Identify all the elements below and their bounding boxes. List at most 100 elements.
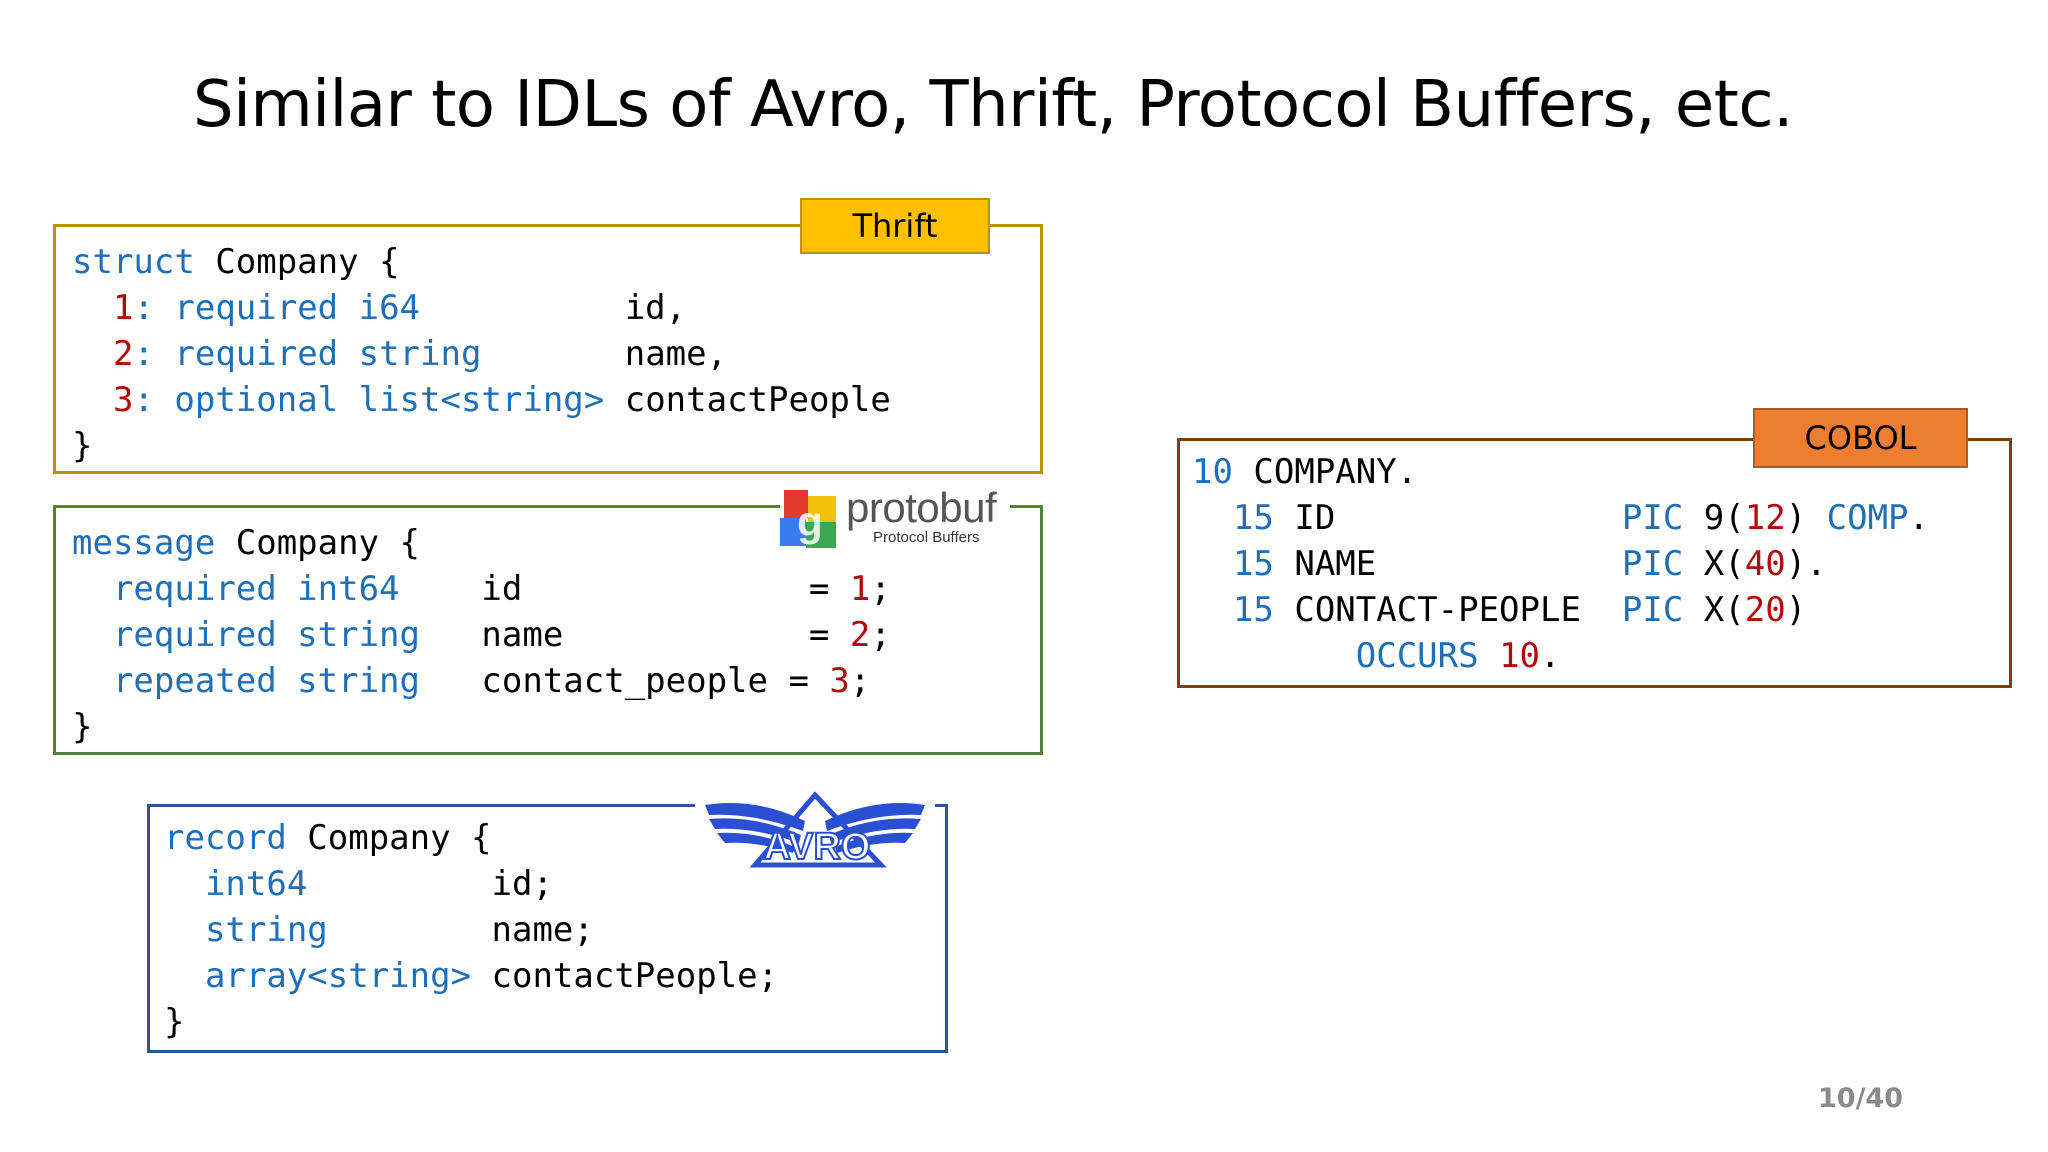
code-token: ) — [1785, 498, 1827, 538]
code-token: 12 — [1744, 498, 1786, 538]
svg-text:g: g — [797, 498, 823, 545]
code-line: 15 ID PIC 9(12) COMP. — [1192, 495, 1929, 541]
code-token: COMPANY. — [1232, 452, 1418, 492]
code-token: struct — [72, 242, 195, 282]
avro-logo: AVRO — [695, 783, 935, 878]
page-number: 10/40 — [1818, 1083, 1904, 1114]
code-token: ). — [1785, 544, 1827, 584]
code-line: } — [164, 999, 778, 1045]
code-token: 2 — [112, 334, 134, 374]
code-line: OCCURS 10. — [1192, 633, 1929, 679]
code-token: 3 — [829, 661, 850, 701]
code-token: 2 — [849, 615, 871, 655]
code-token: repeated string — [72, 661, 420, 701]
code-token: . — [1540, 636, 1561, 676]
avro-wings-icon: AVRO — [705, 791, 925, 869]
code-token: Company { — [194, 242, 400, 282]
code-token: int64 — [164, 864, 308, 904]
code-line: string name; — [164, 907, 778, 953]
code-token: . — [1908, 498, 1930, 538]
code-token: 15 — [1192, 590, 1274, 630]
code-token: : optional list<string> — [133, 380, 605, 420]
code-line: 10 COMPANY. — [1192, 449, 1929, 495]
code-token: string — [164, 910, 328, 950]
code-token — [72, 380, 113, 420]
code-token: OCCURS — [1192, 636, 1479, 676]
code-token: array<string> — [164, 956, 472, 996]
code-token: record — [164, 818, 287, 858]
code-line: record Company { — [164, 815, 778, 861]
slide-title: Similar to IDLs of Avro, Thrift, Protoco… — [193, 68, 1793, 142]
thrift-label: Thrift — [800, 198, 990, 254]
code-token: 10 — [1192, 452, 1233, 492]
code-token: required int64 — [72, 569, 400, 609]
avro-code: record Company { int64 id; string name; … — [164, 815, 778, 1045]
code-token — [72, 334, 113, 374]
code-token: CONTACT-PEOPLE — [1273, 590, 1622, 630]
code-token: ID — [1273, 498, 1622, 538]
code-token: contactPeople — [604, 380, 891, 420]
thrift-code: struct Company { 1: required i64 id, 2: … — [72, 239, 891, 469]
code-token: required string — [72, 615, 420, 655]
code-line: message Company { — [72, 520, 891, 566]
code-line: 3: optional list<string> contactPeople — [72, 377, 891, 423]
code-token: Company { — [215, 523, 420, 563]
code-token: name; — [327, 910, 594, 950]
code-token: COMP — [1826, 498, 1909, 538]
code-token: 1 — [112, 288, 134, 328]
code-token: X( — [1683, 590, 1745, 630]
code-token: 3 — [112, 380, 134, 420]
code-token: name = — [420, 615, 850, 655]
code-token: id; — [307, 864, 553, 904]
code-token — [1479, 636, 1499, 676]
code-token: PIC — [1621, 498, 1684, 538]
code-token: ; — [870, 615, 891, 655]
cobol-code: 10 COMPANY. 15 ID PIC 9(12) COMP. 15 NAM… — [1192, 449, 1929, 679]
code-token: } — [72, 707, 93, 747]
cobol-label: COBOL — [1753, 408, 1968, 468]
code-token: 10 — [1499, 636, 1541, 676]
protobuf-logo-text: protobuf — [846, 484, 997, 531]
code-token: NAME — [1273, 544, 1622, 584]
protobuf-code: message Company { required int64 id = 1;… — [72, 520, 891, 750]
code-line: array<string> contactPeople; — [164, 953, 778, 999]
cobol-code-box: 10 COMPANY. 15 ID PIC 9(12) COMP. 15 NAM… — [1177, 438, 2012, 688]
code-token: : required string — [133, 334, 482, 374]
code-line: int64 id; — [164, 861, 778, 907]
code-token: Company { — [286, 818, 492, 858]
protobuf-logo-subtitle: Protocol Buffers — [873, 529, 980, 546]
thrift-code-box: struct Company { 1: required i64 id, 2: … — [53, 224, 1043, 474]
code-token: } — [164, 1002, 185, 1042]
code-token: X( — [1683, 544, 1745, 584]
code-token: 9( — [1683, 498, 1745, 538]
code-token: PIC — [1621, 544, 1684, 584]
code-line: 1: required i64 id, — [72, 285, 891, 331]
code-line: repeated string contact_people = 3; — [72, 658, 891, 704]
code-line: } — [72, 704, 891, 750]
code-line: required int64 id = 1; — [72, 566, 891, 612]
code-line: } — [72, 423, 891, 469]
code-token: 40 — [1744, 544, 1786, 584]
code-line: 15 CONTACT-PEOPLE PIC X(20) — [1192, 587, 1929, 633]
code-line: 2: required string name, — [72, 331, 891, 377]
code-token: 15 — [1192, 498, 1274, 538]
code-token: ; — [870, 569, 891, 609]
code-line: required string name = 2; — [72, 612, 891, 658]
code-token: contactPeople; — [471, 956, 779, 996]
code-token: 1 — [849, 569, 871, 609]
code-token: PIC — [1621, 590, 1684, 630]
code-token: : required i64 — [133, 288, 421, 328]
code-token — [72, 288, 113, 328]
code-token: 20 — [1744, 590, 1786, 630]
protobuf-logo: g protobuf Protocol Buffers — [780, 484, 1010, 560]
code-token: ) — [1785, 590, 1807, 630]
code-token: 15 — [1192, 544, 1274, 584]
code-line: struct Company { — [72, 239, 891, 285]
code-token: ; — [849, 661, 871, 701]
code-token: contact_people = — [420, 661, 830, 701]
code-token: id = — [399, 569, 850, 609]
protobuf-g-icon: g — [780, 490, 836, 548]
code-token: id, — [420, 288, 687, 328]
code-token: name, — [481, 334, 728, 374]
code-token: } — [72, 426, 93, 466]
